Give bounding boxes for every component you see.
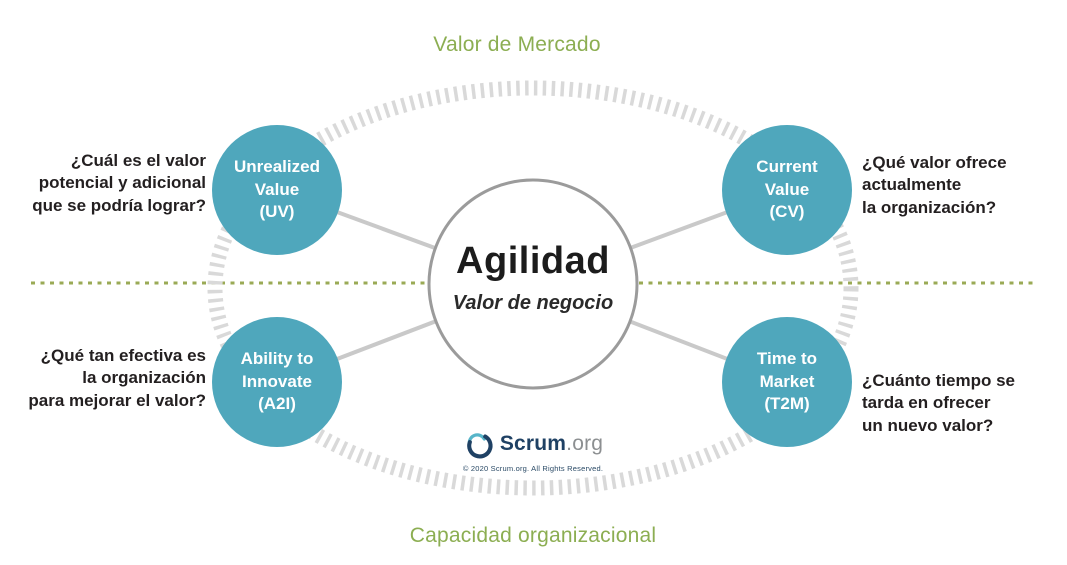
ecosystem-ellipse — [207, 80, 859, 496]
question-time-to-market: ¿Cuánto tiempo se tarda en ofrecer un nu… — [862, 371, 1016, 435]
question-current-value: ¿Qué valor ofrece actualmente la organiz… — [862, 153, 1007, 217]
organizational-capacity-label: Capacidad organizacional — [409, 524, 657, 547]
node-ability-to-innovate: Ability to Innovate (A2I) — [212, 317, 342, 447]
question-unrealized-value: ¿Cuál es el valor potencial y adicional … — [32, 151, 206, 215]
copyright-text: © 2020 Scrum.org. All Rights Reserved. — [462, 464, 604, 473]
node-time-to-market: Time to Market (T2M) — [722, 317, 852, 447]
center-title: Agilidad — [456, 240, 610, 282]
scrum-org-footer: Scrum.org © 2020 Scrum.org. All Rights R… — [433, 428, 633, 473]
question-ability-to-innovate: ¿Qué tan efectiva es la organización par… — [28, 346, 206, 410]
center-text: Agilidad Valor de negocio — [433, 240, 633, 315]
node-current-value: Current Value (CV) — [722, 125, 852, 255]
market-value-label: Valor de Mercado — [433, 33, 601, 56]
brand-name: Scrum — [499, 432, 567, 455]
center-circle — [427, 178, 639, 390]
scrum-org-brand: Scrum.org — [463, 428, 603, 460]
node-unrealized-value: Unrealized Value (UV) — [212, 125, 342, 255]
center-subtitle: Valor de negocio — [452, 292, 614, 314]
brand-wordmark: Scrum.org — [500, 432, 603, 456]
scrum-logo-icon — [467, 433, 493, 459]
brand-suffix: .org — [566, 432, 604, 455]
